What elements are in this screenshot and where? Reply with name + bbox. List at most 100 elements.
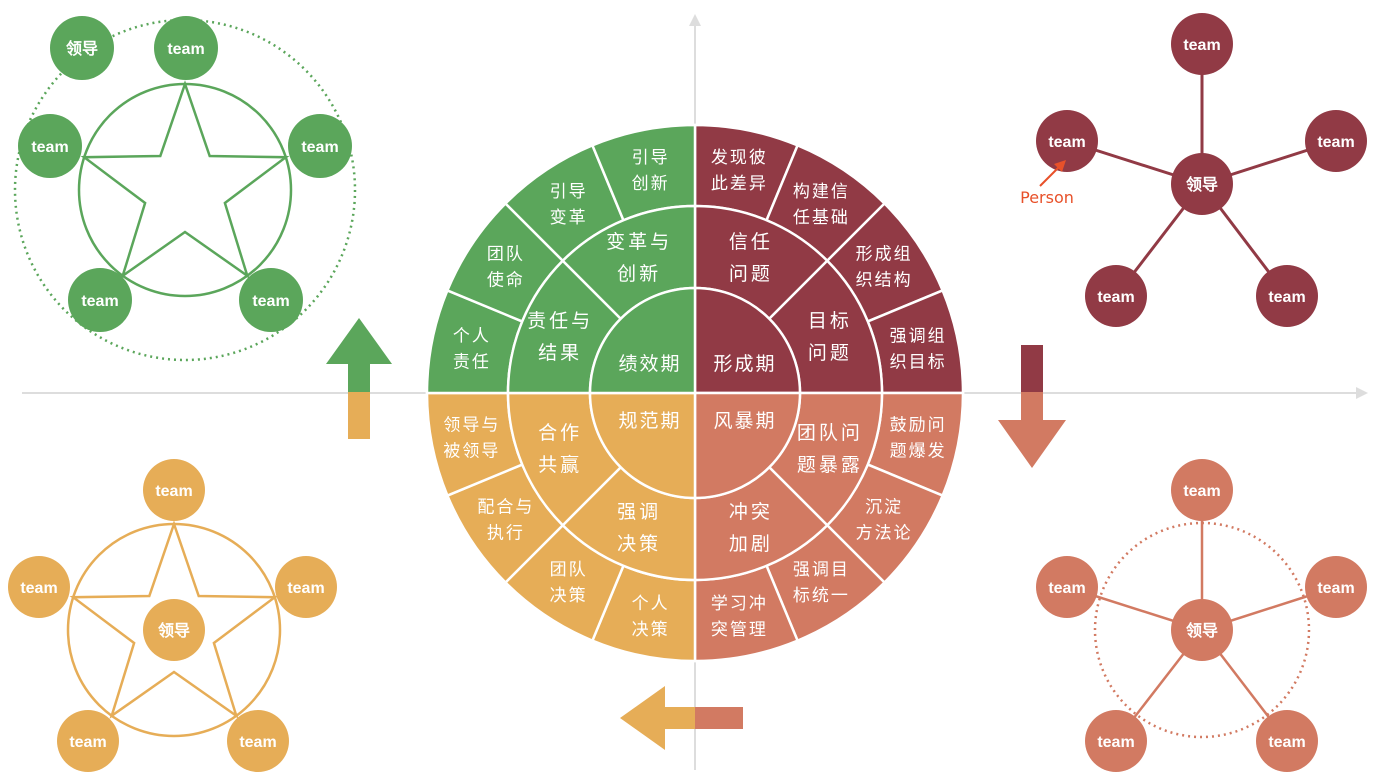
- norming-core-cell: [588, 391, 697, 500]
- performing-team-node-label: team: [31, 139, 68, 156]
- storming-leader-node: 领导: [1171, 599, 1233, 661]
- forming-team-node-label: team: [1097, 289, 1134, 306]
- storming-team-node-circle: [1085, 710, 1147, 772]
- forming-middle-label: 信任问题: [729, 231, 773, 285]
- arrow-left-tail: [695, 707, 743, 729]
- norming-leader-node-circle: [143, 599, 205, 661]
- performing-team-node-label: team: [167, 41, 204, 58]
- arrow-up-tail: [348, 392, 370, 439]
- performing-team-node-label: team: [81, 293, 118, 310]
- norming-team-node-label: team: [239, 734, 276, 751]
- norming-core-label: 规范期: [618, 410, 681, 432]
- forming-core-label: 形成期: [713, 353, 776, 375]
- performing-core-label: 绩效期: [618, 353, 681, 375]
- storming-team-node-label: team: [1048, 580, 1085, 597]
- storming-team-node-label: team: [1268, 734, 1305, 751]
- performing-team-node-circle: [288, 114, 352, 178]
- norming-team-node-label: team: [155, 483, 192, 500]
- storming-team-node: team: [1085, 710, 1147, 772]
- norming-team-node: team: [8, 556, 70, 618]
- performing-team-node-circle: [239, 268, 303, 332]
- performing-core-cell: [588, 286, 697, 395]
- performing-outer-label: 引导变革: [550, 182, 588, 228]
- forming-team-node-label: team: [1183, 37, 1220, 54]
- storming-team-node-label: team: [1317, 580, 1354, 597]
- vertical-axis-arrowhead: [689, 14, 701, 26]
- norming-middle-label: 合作共赢: [538, 422, 582, 476]
- storming-team-node: team: [1036, 556, 1098, 618]
- norming-network: team team team team team 领导: [8, 459, 337, 772]
- forming-leader-node-circle: [1171, 153, 1233, 215]
- arrow-left-shaft: [664, 707, 695, 729]
- performing-ring: [77, 82, 293, 298]
- performing-outer-label: 团队使命: [487, 245, 525, 291]
- forming-team-node-circle: [1036, 110, 1098, 172]
- transition-arrow-down: [998, 345, 1066, 468]
- norming-team-node-label: team: [287, 580, 324, 597]
- norming-team-node: team: [227, 710, 289, 772]
- storming-outer-label: 鼓励问题爆发: [890, 415, 947, 461]
- storming-core-cell: [693, 391, 802, 500]
- storming-outer-label: 沉淀方法论: [856, 497, 913, 543]
- person-annotation-arrow: [1039, 165, 1061, 187]
- forming-team-node-circle: [1256, 265, 1318, 327]
- norming-leader-node-label: 领导: [158, 621, 190, 640]
- forming-middle-label: 目标问题: [808, 310, 852, 364]
- norming-star: [69, 520, 279, 719]
- performing-outer-label: 引导创新: [632, 148, 670, 194]
- forming-leader-node-label: 领导: [1186, 175, 1218, 194]
- storming-leader-node-circle: [1171, 599, 1233, 661]
- norming-team-node-label: team: [20, 580, 57, 597]
- forming-outer-label: 发现彼此差异: [711, 148, 768, 194]
- team-stage-wheel: 发现彼此差异构建信任基础形成组织结构强调组织目标信任问题目标问题鼓励问题爆发沉淀…: [425, 123, 965, 663]
- storming-middle-label: 团队问题暴露: [797, 422, 863, 476]
- forming-team-node-circle: [1085, 265, 1147, 327]
- forming-core-cell: [693, 286, 802, 395]
- storming-middle-label: 冲突加剧: [729, 501, 773, 555]
- forming-team-node-circle: [1171, 13, 1233, 75]
- storming-outer-label: 强调目标统一: [793, 560, 850, 606]
- forming-outer-label: 形成组织结构: [856, 245, 913, 291]
- performing-team-node: team: [68, 268, 132, 332]
- storming-outer-label: 学习冲突管理: [711, 594, 768, 640]
- storming-leader-node-label: 领导: [1186, 621, 1218, 640]
- norming-team-node-circle: [8, 556, 70, 618]
- storming-team-node-circle: [1305, 556, 1367, 618]
- performing-middle-label: 责任与结果: [527, 310, 593, 364]
- forming-outer-label: 强调组织目标: [890, 327, 947, 373]
- norming-team-node-label: team: [69, 734, 106, 751]
- performing-star: [80, 80, 290, 279]
- person-annotation-label: Person: [1020, 188, 1074, 207]
- transition-arrow-left: [620, 686, 743, 750]
- arrow-left-head: [620, 686, 665, 750]
- storming-team-node-circle: [1256, 710, 1318, 772]
- storming-team-node: team: [1171, 459, 1233, 521]
- norming-team-node: team: [57, 710, 119, 772]
- norming-outer-label: 领导与被领导: [443, 415, 500, 461]
- performing-team-node-circle: [154, 16, 218, 80]
- performing-leader-node: 领导: [50, 16, 114, 80]
- norming-outer-label: 个人决策: [632, 594, 670, 640]
- performing-outer-label: 个人责任: [453, 327, 491, 373]
- forming-team-node-label: team: [1317, 134, 1354, 151]
- norming-team-node: team: [275, 556, 337, 618]
- norming-outer-label: 配合与执行: [477, 497, 534, 543]
- storming-core-label: 风暴期: [713, 410, 776, 432]
- performing-team-node: team: [288, 114, 352, 178]
- arrow-down-shaft: [1021, 392, 1043, 420]
- storming-team-node-label: team: [1183, 483, 1220, 500]
- arrow-down-head: [998, 420, 1066, 468]
- arrow-up-shaft: [348, 363, 370, 392]
- performing-team-node-label: team: [301, 139, 338, 156]
- performing-team-node: team: [154, 16, 218, 80]
- forming-team-node: team: [1256, 265, 1318, 327]
- performing-team-node-circle: [68, 268, 132, 332]
- norming-leader-node: 领导: [143, 599, 205, 661]
- performing-middle-label: 变革与创新: [606, 231, 672, 285]
- forming-team-node: team: [1171, 13, 1233, 75]
- transition-arrow-up: [326, 318, 392, 439]
- norming-team-node: team: [143, 459, 205, 521]
